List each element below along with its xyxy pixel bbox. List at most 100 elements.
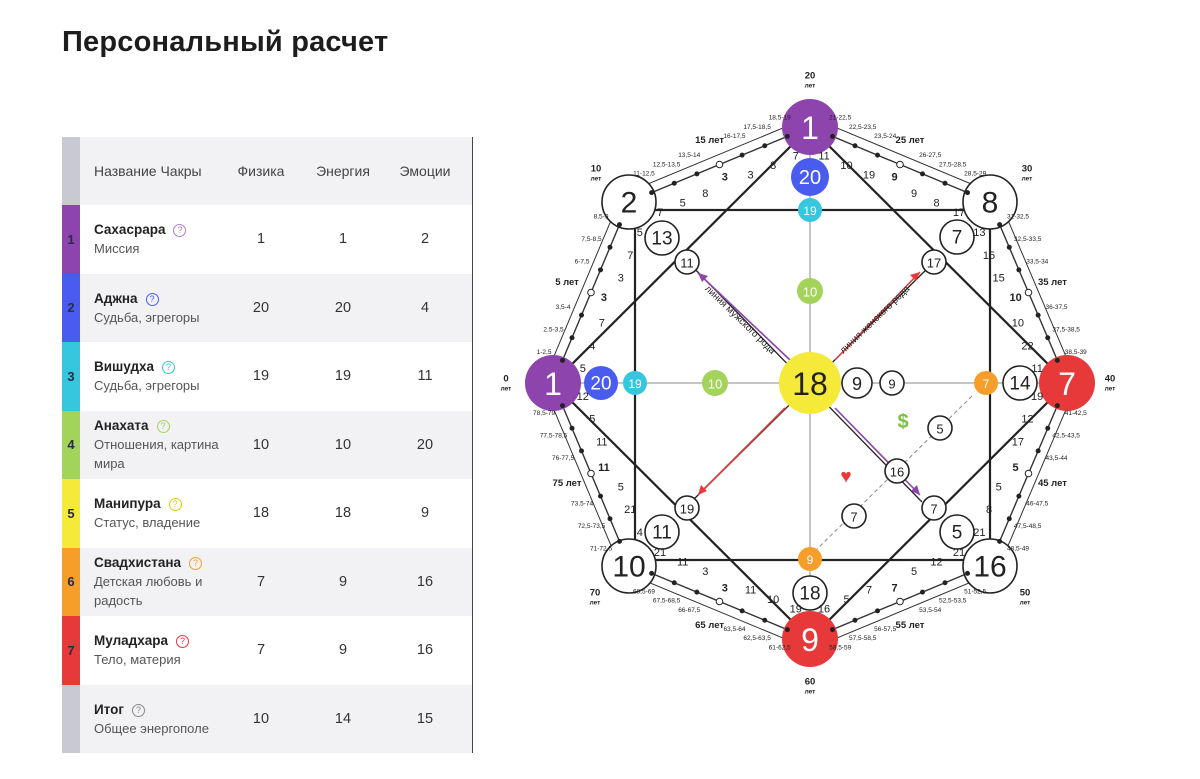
- age-tick: [1045, 425, 1051, 431]
- node-br-circle: [962, 538, 1018, 594]
- node-right-inner-circle: [1002, 365, 1038, 401]
- node-line-7-circle: [841, 503, 867, 529]
- mid-ring-value: 3: [722, 171, 728, 183]
- help-icon[interactable]: ?: [176, 635, 189, 649]
- age-range: 48,5-49: [1007, 546, 1029, 553]
- age-range: 63,5-64: [723, 626, 745, 633]
- age-tick: [920, 171, 925, 177]
- node-bottom-inner-circle: [792, 575, 828, 611]
- node-bottom-small-value: 9: [807, 553, 814, 567]
- node-bottom-inner-value: 18: [799, 584, 820, 605]
- ring-value: 10: [767, 594, 779, 606]
- age-30-value: 30: [1022, 164, 1033, 175]
- heart-icon: ♥: [840, 467, 851, 488]
- age-range: 38,5-39: [1065, 349, 1087, 356]
- ring-value: 10: [840, 160, 852, 172]
- ring-value: 5: [580, 363, 586, 375]
- help-icon[interactable]: ?: [132, 703, 146, 717]
- arrow-head: [911, 485, 920, 495]
- energy-value: 18: [334, 505, 352, 522]
- age-range: 61-62,5: [769, 645, 791, 652]
- age-tick: [569, 335, 575, 341]
- age-tick: [694, 589, 700, 595]
- help-icon[interactable]: ?: [168, 498, 182, 512]
- age-range: 21-22,5: [829, 114, 851, 121]
- ring-value: 12: [577, 391, 589, 403]
- female-line: [834, 271, 921, 361]
- help-icon[interactable]: ?: [189, 557, 203, 571]
- table-row: 4 Анахата? Отношения, картина мира 10 10…: [62, 410, 472, 479]
- energy-value: 20: [334, 299, 352, 316]
- node-right-value: 7: [1058, 366, 1076, 402]
- age-tick: [607, 516, 613, 522]
- mid-age-label: 15 лет: [695, 135, 724, 146]
- age-range: 77,5-78,5: [540, 432, 568, 439]
- node-br-small-circle: [921, 495, 947, 521]
- row-number: 1: [62, 205, 80, 274]
- mid-ring-value: 7: [892, 583, 898, 595]
- age-tick: [649, 190, 655, 196]
- ring-value: 11: [818, 151, 829, 163]
- ring-value: 5: [911, 566, 917, 578]
- age-tick: [598, 493, 603, 499]
- emotion-value: 16: [416, 573, 434, 590]
- chakra-title: Сахасрара: [94, 222, 166, 238]
- female-line: [697, 407, 786, 496]
- node-br-inner-value: 5: [952, 523, 963, 544]
- age-range: 72,5-73,5: [578, 523, 606, 530]
- physics-value: 10: [252, 436, 270, 453]
- ring-value: 7: [627, 250, 633, 262]
- age-range: 53,5-54: [919, 607, 941, 614]
- ring-value: 3: [702, 566, 708, 578]
- chakra-description: Статус, владение: [94, 515, 201, 531]
- age-range: 31-32,5: [1007, 213, 1029, 220]
- age-range: 22,5-23,5: [849, 124, 877, 131]
- header-physics: Физика: [237, 163, 285, 179]
- physics-value: 18: [252, 505, 270, 522]
- age-tick: [617, 222, 622, 228]
- age-tick: [560, 403, 565, 409]
- age-0-value: 0: [503, 374, 508, 385]
- physics-value: 20: [252, 299, 270, 316]
- node-tr-small-circle: [921, 249, 947, 275]
- age-tick: [1016, 493, 1022, 499]
- node-tl-inner-value: 13: [651, 229, 672, 250]
- age-30-unit: лет: [1022, 176, 1033, 183]
- table-row: 7 Муладхара? Тело, материя 7 9 16: [62, 616, 472, 685]
- row-number: 6: [62, 547, 80, 616]
- page-title: Персональный расчет: [62, 26, 389, 58]
- age-tick: [617, 538, 622, 544]
- age-20-unit: лет: [805, 83, 816, 90]
- age-range: 42,5-43,5: [1052, 433, 1080, 440]
- ring-value: 4: [589, 340, 595, 352]
- node-top-inner-circle: [791, 158, 829, 196]
- age-range: 23,5-24: [874, 133, 896, 140]
- ring-value: 8: [702, 188, 708, 200]
- node-bl-inner-value: 11: [652, 523, 672, 544]
- age-range: 1-2,5: [537, 349, 552, 356]
- help-icon[interactable]: ?: [145, 292, 159, 306]
- mid-age-label: 35 лет: [1038, 277, 1067, 288]
- age-tick: [1016, 267, 1022, 273]
- ring-value: 7: [657, 207, 663, 219]
- age-range: 6-7,5: [575, 259, 590, 266]
- node-bottom-value: 9: [801, 622, 819, 658]
- ring-value: 11: [1031, 363, 1042, 375]
- mid-ring-value: 5: [1013, 462, 1019, 474]
- age-range: 13,5-14: [678, 152, 700, 159]
- help-icon[interactable]: ?: [162, 361, 176, 375]
- ring-value: 5: [618, 482, 624, 494]
- chakra-name-cell: Манипура? Статус, владение: [80, 494, 220, 532]
- ring-value: 5: [637, 227, 643, 239]
- age-range: 28,5-29: [964, 171, 986, 178]
- physics-value: 7: [256, 573, 266, 590]
- age-tick: [1006, 516, 1012, 522]
- mid-ring-value: 3: [722, 583, 728, 595]
- help-icon[interactable]: ?: [173, 224, 187, 238]
- arrow-head: [698, 485, 707, 495]
- age-range: 67,5-68,5: [653, 598, 681, 605]
- node-tr-inner-value: 7: [952, 228, 963, 249]
- help-icon[interactable]: ?: [156, 420, 170, 434]
- ring-value: 12: [1021, 414, 1033, 426]
- age-tick: [965, 570, 970, 576]
